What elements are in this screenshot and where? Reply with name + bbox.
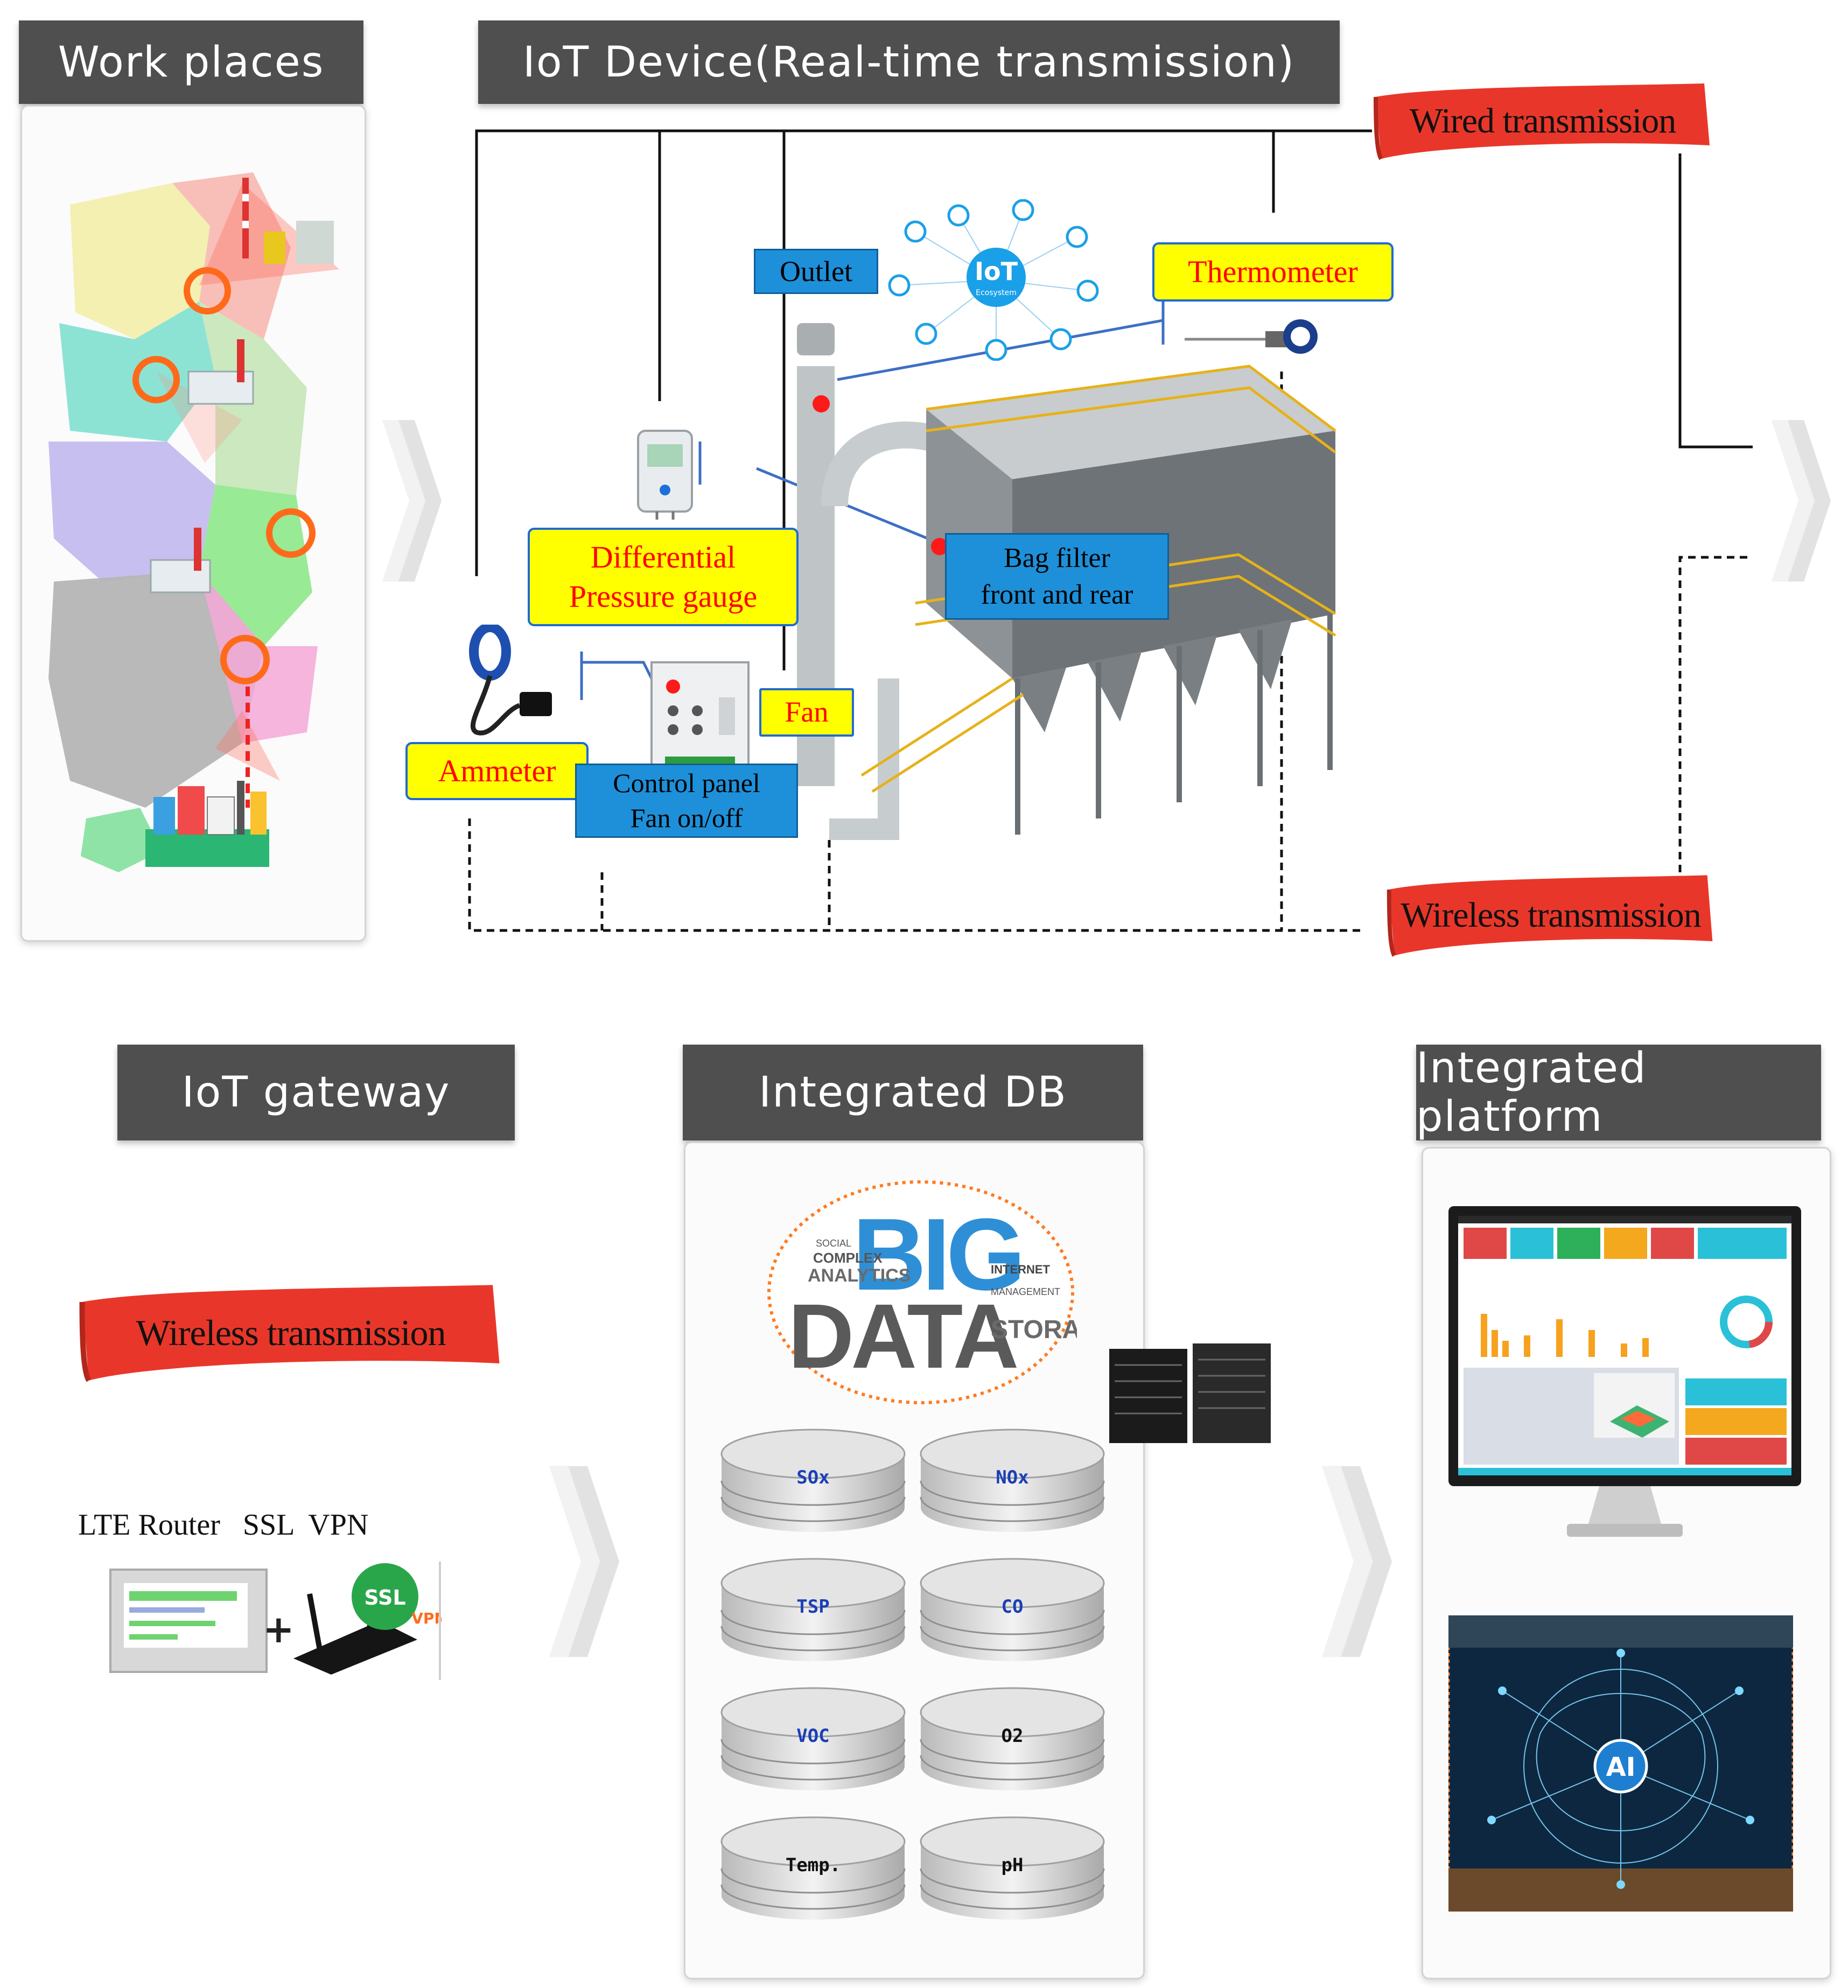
header-iot-gateway-label: IoT gateway — [181, 1068, 451, 1117]
word-storage: STORAGE — [991, 1315, 1077, 1344]
ssl-badge-text: SSL — [364, 1586, 405, 1609]
database-cylinder: Temp. — [720, 1816, 906, 1920]
database-cylinder: VOC — [720, 1687, 906, 1790]
server-rack-icon — [1109, 1343, 1271, 1443]
database-label: CO — [1002, 1596, 1024, 1618]
word-data: DATA — [788, 1285, 1017, 1388]
header-work-places: Work places — [19, 20, 363, 104]
iot-cloud-sublabel: Ecosystem — [976, 289, 1017, 297]
label-diff-line2: Pressure gauge — [569, 578, 758, 614]
ai-label: AI — [1606, 1752, 1635, 1782]
header-iot-device: IoT Device(Real-time transmission) — [478, 20, 1340, 104]
ribbon-wireless-transmission-gateway: Wireless transmission — [75, 1282, 506, 1384]
header-integrated-db: Integrated DB — [683, 1045, 1143, 1140]
database-label: TSP — [796, 1596, 829, 1618]
label-outlet-text: Outlet — [780, 255, 852, 288]
database-cylinder: O2 — [920, 1687, 1105, 1790]
pressure-gauge-device-icon — [637, 430, 693, 520]
thermometer-probe-icon — [1185, 319, 1318, 354]
label-differential-pressure-gauge: Differential Pressure gauge — [528, 528, 799, 626]
label-thermometer: Thermometer — [1152, 242, 1394, 302]
header-iot-device-label: IoT Device(Real-time transmission) — [522, 38, 1296, 87]
label-fan: Fan — [759, 688, 854, 737]
connection-lines — [468, 129, 1753, 932]
label-control-panel: Control panel Fan on/off — [575, 764, 798, 838]
label-bag-line2: front and rear — [981, 579, 1133, 610]
word-internet: INTERNET — [991, 1263, 1051, 1276]
database-cylinder: pH — [920, 1816, 1105, 1920]
gateway-divider — [439, 1562, 441, 1680]
word-management: MANAGEMENT — [991, 1286, 1060, 1297]
dashboard-monitor-icon — [1448, 1206, 1801, 1537]
label-bag-line1: Bag filter — [1004, 542, 1110, 573]
label-outlet: Outlet — [754, 249, 878, 294]
arrow-chevron-icon — [382, 420, 442, 582]
word-social: SOCIAL — [816, 1238, 851, 1249]
ribbon-wired-transmission: Wired transmission — [1370, 81, 1715, 162]
header-work-places-label: Work places — [58, 38, 325, 87]
iot-ecosystem-icon: IoT Ecosystem — [888, 199, 1099, 361]
ribbon-wireless-gateway-text: Wireless transmission — [136, 1312, 446, 1353]
control-panel-box-icon — [650, 661, 750, 767]
iot-cloud-label: IoT — [975, 257, 1018, 286]
bag-filter-plant-illustration — [797, 323, 1336, 840]
ammeter-clamp-icon — [469, 625, 552, 736]
plus-sign: + — [263, 1607, 295, 1651]
ribbon-wireless-transmission-top: Wireless transmission — [1384, 872, 1718, 958]
label-fan-text: Fan — [785, 696, 829, 729]
arrow-chevron-icon — [1322, 1466, 1392, 1657]
label-thermometer-text: Thermometer — [1188, 254, 1358, 289]
gateway-caption: LTE Router SSL VPN — [78, 1508, 369, 1542]
database-label: NOx — [996, 1467, 1028, 1488]
header-integrated-db-label: Integrated DB — [759, 1068, 1067, 1117]
database-label: Temp. — [786, 1854, 841, 1876]
database-label: SOx — [796, 1467, 829, 1488]
word-big: BIG — [852, 1198, 1021, 1312]
database-label: pH — [1002, 1854, 1024, 1876]
label-bag-filter: Bag filter front and rear — [945, 533, 1169, 620]
label-ammeter: Ammeter — [405, 742, 589, 800]
arrow-chevron-icon — [549, 1466, 619, 1657]
database-label: VOC — [796, 1725, 829, 1747]
label-control-line2: Fan on/off — [630, 803, 743, 833]
korea-map-illustration — [48, 172, 339, 872]
database-cylinder: NOx — [920, 1429, 1105, 1532]
ribbon-wired-text: Wired transmission — [1409, 101, 1676, 141]
database-cylinder: TSP — [720, 1558, 906, 1661]
word-analytics: ANALYTICS — [808, 1265, 911, 1286]
lte-router-device-icon — [109, 1569, 268, 1673]
big-data-word-cloud: BIG DATA ANALYTICS STORAGE INTERNET COMP… — [767, 1180, 1077, 1404]
database-label: O2 — [1002, 1725, 1024, 1747]
ai-brain-image: AI — [1448, 1615, 1793, 1912]
vpn-router-icon: SSL VPN — [293, 1563, 442, 1675]
label-diff-line1: Differential — [590, 540, 736, 575]
header-integrated-platform: Integrated platform — [1416, 1044, 1821, 1141]
ribbon-wireless-top-text: Wireless transmission — [1401, 895, 1701, 935]
header-iot-gateway: IoT gateway — [117, 1045, 515, 1140]
arrow-chevron-icon — [1772, 420, 1831, 582]
database-cylinder: CO — [920, 1558, 1105, 1661]
database-cylinder: SOx — [720, 1429, 906, 1532]
vpn-badge-text: VPN — [411, 1609, 442, 1627]
header-integrated-platform-label: Integrated platform — [1416, 1044, 1647, 1141]
label-ammeter-text: Ammeter — [438, 753, 556, 788]
word-complex: COMPLEX — [813, 1250, 883, 1266]
label-control-line1: Control panel — [613, 768, 760, 798]
